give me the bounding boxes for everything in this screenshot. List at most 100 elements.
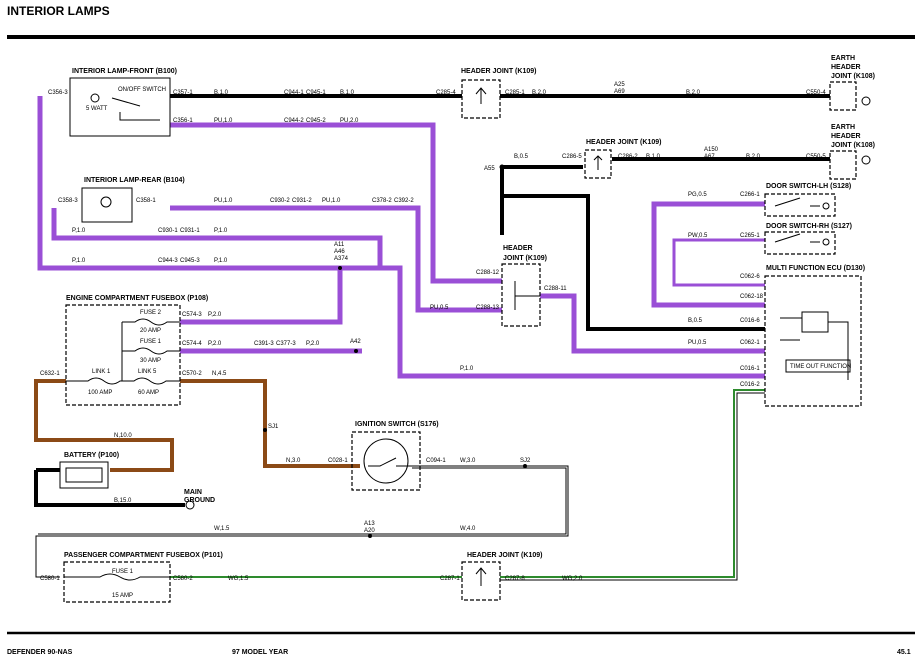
wire-wg20 — [500, 389, 765, 578]
wire-b05-to-ecu — [502, 194, 765, 331]
wire-label-w30: W,3.0 — [460, 458, 476, 464]
wire-label-b20-a: B,2.0 — [532, 90, 547, 96]
lamp-rear-label: INTERIOR LAMP-REAR (B104) — [84, 177, 185, 184]
hj-top-arrow-icon — [475, 87, 487, 104]
lamp-front-watt: 5 WATT — [86, 106, 108, 112]
conn-c287-1: C287-1 — [440, 576, 460, 582]
splice-dot-a13 — [368, 534, 372, 538]
earth1-line3: JOINT (K108) — [831, 73, 875, 80]
door-lh-terminal-icon — [822, 202, 830, 210]
wire-label-p10-e: P,1.0 — [460, 366, 474, 372]
hj-top-box — [461, 79, 501, 119]
bulb-icon — [90, 93, 100, 103]
fuse1-amp: 30 AMP — [140, 358, 161, 364]
wire-n45-to-ignition — [180, 379, 360, 468]
conn-c356-1: C356-1 — [173, 118, 193, 124]
splice-a374: A374 — [334, 256, 349, 262]
conn-c356-3: C356-3 — [48, 90, 68, 96]
conn-c378-2: C378-2 — [372, 198, 392, 204]
conn-c287-8: C287-8 — [505, 576, 525, 582]
conn-c392-2: C392-2 — [394, 198, 414, 204]
lamp-front-label: INTERIOR LAMP-FRONT (B100) — [72, 68, 177, 75]
conn-c944-3: C944-3 — [158, 258, 178, 264]
splice-sj1: SJ1 — [268, 424, 279, 430]
ignition-box — [351, 431, 421, 491]
wire-label-pu10-b: PU,1.0 — [214, 198, 233, 204]
footer-page-number: 45.1 — [897, 649, 911, 656]
footer-year: 97 MODEL YEAR — [232, 649, 288, 656]
wire-pu10-rear-to-hj — [170, 205, 502, 313]
conn-c062-18: C062-18 — [740, 294, 764, 300]
ground-line2: GROUND — [184, 497, 215, 504]
conn-c377-3: C377-3 — [276, 341, 296, 347]
battery-box — [59, 461, 109, 489]
eng-fusebox-box — [65, 304, 181, 406]
splice-a13: A13 — [364, 521, 375, 527]
conn-c580-1: C580-1 — [40, 576, 60, 582]
splice-a55: A55 — [484, 166, 495, 172]
wire-label-pu10-a: PU,1.0 — [214, 118, 233, 124]
wire-label-pu20: PU,2.0 — [340, 118, 359, 124]
hj-mid-box — [501, 263, 541, 327]
conn-c357-1: C357-1 — [173, 90, 193, 96]
conn-c288-11: C288-11 — [544, 286, 567, 292]
pass-fusebox-label: PASSENGER COMPARTMENT FUSEBOX (P101) — [64, 552, 223, 559]
earth2-box — [829, 150, 857, 180]
wire-n100-battery — [34, 379, 174, 472]
splice-a150: A150 — [704, 147, 719, 153]
ecu-timeout-box — [785, 359, 851, 373]
ignition-label: IGNITION SWITCH (S176) — [355, 421, 439, 428]
wire-label-p10-c: P,1.0 — [72, 258, 86, 264]
conn-c062-6: C062-6 — [740, 274, 760, 280]
splice-a11: A11 — [334, 242, 345, 248]
conn-c944-2: C944-2 — [284, 118, 304, 124]
hj2-box — [584, 149, 612, 179]
conn-c944-1: C944-1 — [284, 90, 304, 96]
bulb-rear-icon — [100, 196, 112, 208]
splice-dot-a25 — [618, 94, 622, 98]
conn-c632-1: C632-1 — [40, 371, 60, 377]
hj-bottom-label: HEADER JOINT (K109) — [467, 552, 542, 559]
conn-c580-2: C580-2 — [173, 576, 193, 582]
hj-mid-line2: JOINT (K109) — [503, 255, 547, 262]
battery-cell-icon — [65, 467, 103, 483]
earth2-line3: JOINT (K108) — [831, 142, 875, 149]
door-lh-label: DOOR SWITCH-LH (S128) — [766, 183, 851, 190]
earth1-line1: EARTH — [831, 55, 855, 62]
conn-c930-2: C930-2 — [270, 198, 290, 204]
pass-fusebox-box — [63, 561, 171, 603]
ground-line1: MAIN — [184, 489, 202, 496]
ignition-contacts-icon — [368, 457, 410, 467]
wire-label-p20-c: P,2.0 — [306, 341, 320, 347]
wire-b150-ground — [34, 470, 185, 507]
pass-fuse1-label: FUSE 1 — [112, 569, 134, 575]
hj2-label: HEADER JOINT (K109) — [586, 139, 661, 146]
wire-label-b05-b: B,0.5 — [688, 318, 703, 324]
wire-label-p20-a: P,2.0 — [208, 312, 222, 318]
conn-c288-12: C288-12 — [476, 270, 500, 276]
wire-p10-lamp-front-loop — [37, 96, 765, 379]
wire-label-n100: N,10.0 — [114, 433, 132, 439]
splice-a46: A46 — [334, 249, 345, 255]
ecu-internal-wiring — [780, 317, 849, 380]
conn-c286-5: C286-5 — [562, 154, 582, 160]
fuse2-label: FUSE 2 — [140, 310, 162, 316]
wire-pu20-to-hj-mid — [170, 122, 502, 284]
splice-dot-sj2 — [523, 464, 527, 468]
pass-fuse1-amp: 15 AMP — [112, 593, 133, 599]
link1-label: LINK 1 — [92, 369, 111, 375]
conn-c062-1: C062-1 — [740, 340, 760, 346]
lamp-rear-box — [81, 187, 133, 223]
ecu-timeout-label: TIME OUT FUNCTION — [790, 364, 851, 370]
conn-c358-1: C358-1 — [136, 198, 156, 204]
splice-a25: A25 — [614, 82, 625, 88]
conn-c930-1: C930-1 — [158, 228, 178, 234]
conn-c931-1: C931-1 — [180, 228, 200, 234]
wire-label-p10-d: P,1.0 — [214, 258, 228, 264]
door-lh-box — [764, 193, 836, 217]
hj2-arrow-icon — [593, 155, 603, 170]
wire-label-n30: N,3.0 — [286, 458, 301, 464]
wire-label-p10-b: P,1.0 — [214, 228, 228, 234]
splice-a67: A67 — [704, 154, 715, 160]
splice-dot-a42 — [354, 349, 358, 353]
